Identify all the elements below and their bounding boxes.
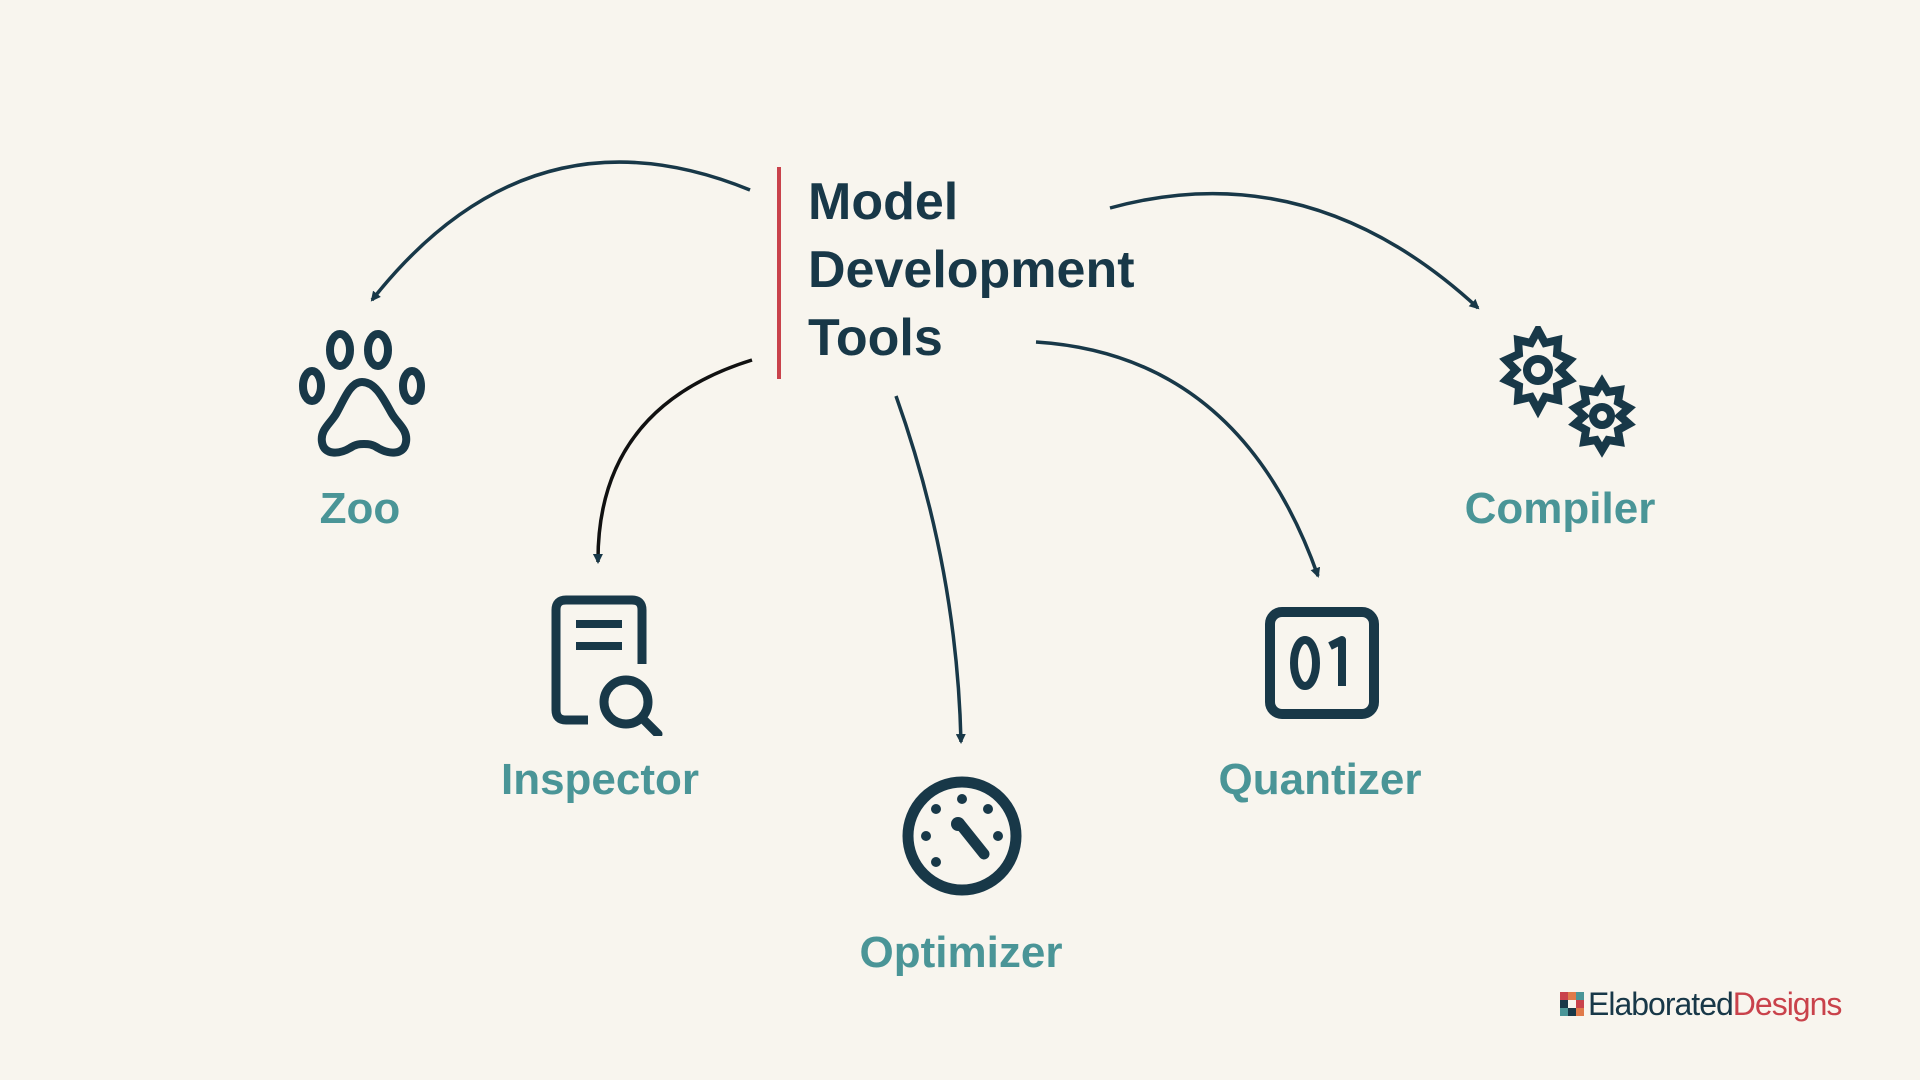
node-label-optimizer: Optimizer [859,928,1063,977]
brand-name-part1: Elaborated [1588,985,1734,1022]
node-label-quantizer: Quantizer [1218,755,1422,804]
brand-name-part2: Designs [1732,985,1843,1022]
binary-01-icon [1265,607,1379,719]
title-line-3: Tools [808,309,943,367]
title-line-1: Model [808,173,959,231]
node-label-compiler: Compiler [1464,484,1656,533]
arrow-to-compiler [1109,191,1480,310]
paw-icon [299,330,425,457]
gears-icon [1499,326,1636,458]
title-accent-bar [777,167,781,379]
arrow-to-quantizer [1035,340,1321,578]
diagram-title: Model Development Tools [808,168,1228,372]
node-label-zoo: Zoo [319,484,401,533]
speedometer-icon [902,776,1022,896]
arrow-to-zoo [370,160,751,302]
arrow-to-inspector [592,358,753,564]
brand-mark-icon [1560,992,1584,1016]
document-search-icon [551,595,663,736]
node-label-inspector: Inspector [500,755,700,804]
arrow-to-optimizer [894,395,966,744]
title-line-2: Development [808,241,1135,299]
